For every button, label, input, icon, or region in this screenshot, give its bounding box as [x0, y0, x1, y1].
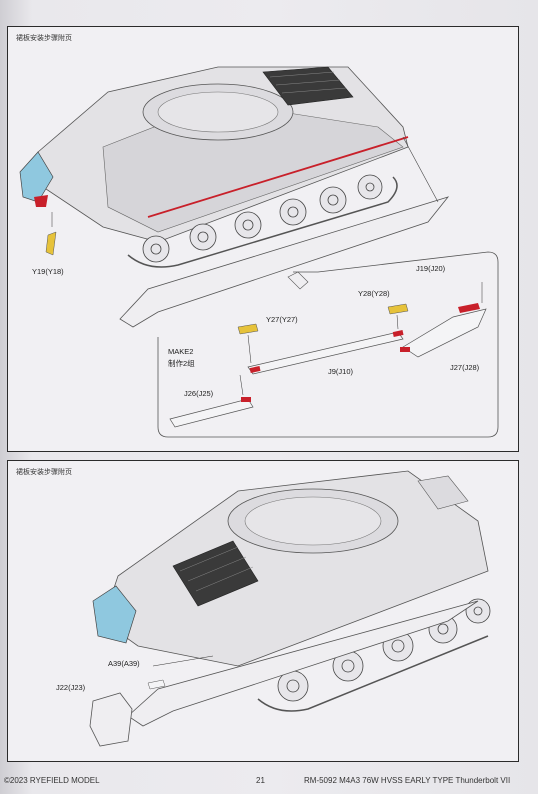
- part-j9: [247, 331, 404, 375]
- part-j26: [169, 398, 254, 428]
- label-j19: J19(J20): [416, 264, 446, 273]
- skirt-plate: [119, 196, 450, 328]
- part-y28: [387, 303, 409, 315]
- part-y27: [237, 323, 259, 335]
- engine-grille: [262, 66, 354, 106]
- label-y19: Y19(Y18): [32, 267, 64, 276]
- label-j9: J9(J10): [328, 367, 354, 376]
- top-panel-title: 裙板安装步骤附页: [16, 34, 72, 42]
- page-number: 21: [256, 776, 265, 785]
- part-j19: [458, 303, 480, 313]
- engine-grille-bottom: [172, 540, 259, 607]
- road-wheels: [142, 174, 383, 263]
- top-assembly-drawing: [19, 66, 499, 438]
- label-j22: J22(J23): [56, 683, 86, 692]
- bottom-assembly-drawing: [89, 470, 491, 747]
- detail-inset-frame: [157, 251, 499, 438]
- skirt-plate-bottom: [127, 600, 479, 727]
- top-instruction-panel: 裙板安装步骤附页: [7, 26, 519, 452]
- label-y28: Y28(Y28): [358, 289, 390, 298]
- bottom-instruction-panel: 裙板安装步骤附页: [7, 460, 519, 762]
- bottom-panel-title: 裙板安装步骤附页: [16, 468, 72, 476]
- label-y27: Y27(Y27): [266, 315, 298, 324]
- front-plate-highlight: [19, 151, 54, 203]
- label-j27: J27(J28): [450, 363, 480, 372]
- part-j27: [402, 308, 487, 358]
- part-j22: [89, 692, 133, 747]
- part-y19: [45, 231, 57, 256]
- label-make2: MAKE2: [168, 347, 194, 356]
- footer-copyright: ©2023 RYEFIELD MODEL: [4, 776, 100, 785]
- road-wheels-bottom: [277, 598, 491, 702]
- fender-highlight-line: [147, 136, 409, 218]
- label-make2-cn: 制作2组: [168, 359, 195, 368]
- front-plate-highlight-bottom: [92, 585, 137, 644]
- part-a39: [147, 679, 166, 690]
- label-a39: A39(A39): [108, 659, 140, 668]
- footer-product-title: RM-5092 M4A3 76W HVSS EARLY TYPE Thunder…: [304, 776, 511, 785]
- label-j26: J26(J25): [184, 389, 214, 398]
